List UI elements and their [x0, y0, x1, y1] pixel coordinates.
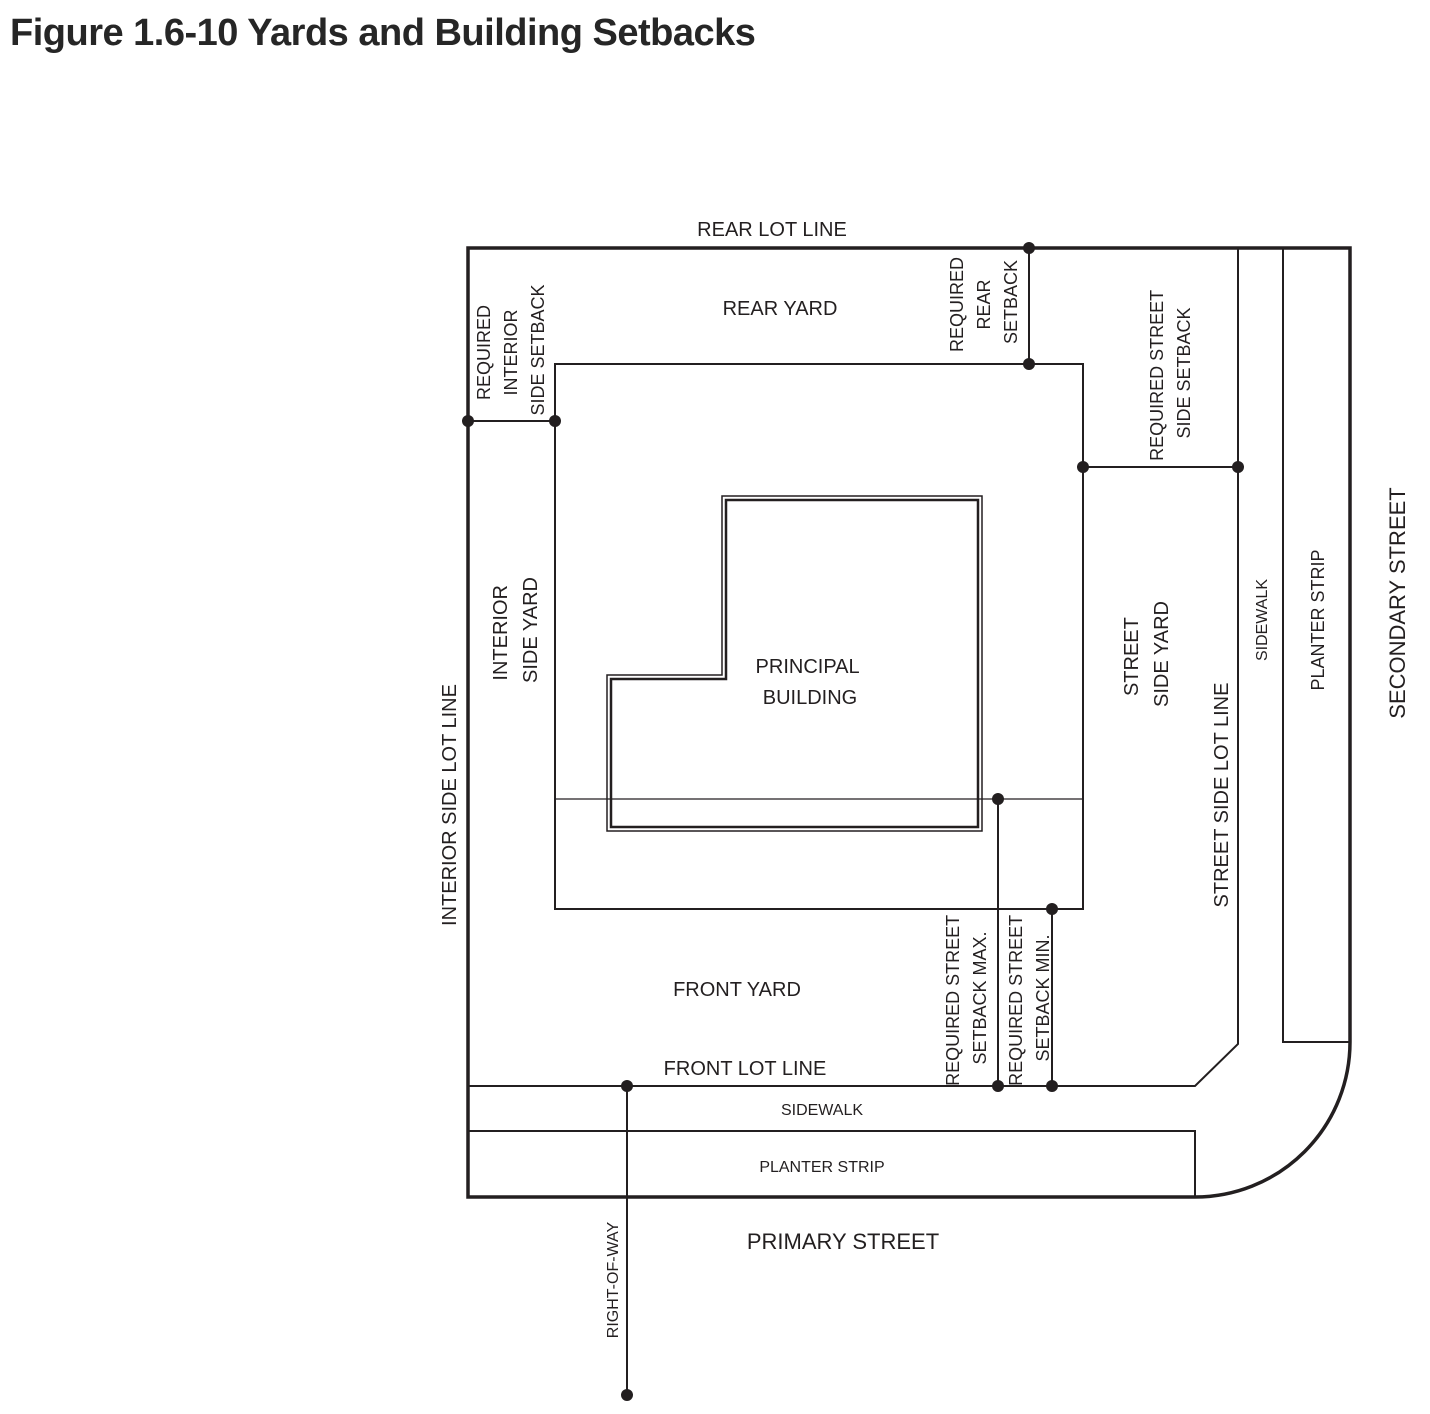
- primary-street-label: PRIMARY STREET: [747, 1229, 939, 1254]
- right-of-way-label: RIGHT-OF-WAY: [605, 1221, 622, 1338]
- dimension-dot: [1023, 242, 1035, 254]
- sidewalk-secondary-label: SIDEWALK: [1254, 579, 1271, 661]
- planter-strip-boundary-primary: [468, 1130, 1196, 1197]
- sidewalk-primary-label: SIDEWALK: [781, 1102, 863, 1119]
- buildable-area: [554, 363, 1084, 910]
- street-side-lot-line: [468, 248, 1239, 1087]
- front-lot-line-label: FRONT LOT LINE: [664, 1058, 827, 1080]
- dimension-dot: [992, 793, 1004, 805]
- planter-strip-primary-label: PLANTER STRIP: [759, 1159, 884, 1176]
- dimension-dot: [1232, 461, 1244, 473]
- secondary-street-label: SECONDARY STREET: [1385, 487, 1410, 718]
- dimension-dot: [992, 1080, 1004, 1092]
- required-interior-side-setback-label: REQUIRED INTERIOR SIDE SETBACK: [474, 284, 548, 415]
- dimension-dot: [1023, 358, 1035, 370]
- required-street-setback-max-label: REQUIRED STREET SETBACK MAX.: [943, 910, 990, 1086]
- dimension-dot: [621, 1389, 633, 1401]
- street-side-yard-label: STREET SIDE YARD: [1121, 601, 1173, 707]
- principal-building-inner: [609, 498, 980, 829]
- required-rear-setback-label: REQUIRED REAR SETBACK: [947, 252, 1021, 352]
- interior-side-lot-line-label: INTERIOR SIDE LOT LINE: [439, 684, 461, 926]
- required-street-setback-min-label: REQUIRED STREET SETBACK MIN.: [1006, 910, 1053, 1086]
- figure-title: Figure 1.6-10 Yards and Building Setback…: [10, 12, 756, 54]
- front-yard-label: FRONT YARD: [673, 979, 801, 1001]
- rear-yard-label: REAR YARD: [723, 298, 838, 320]
- planter-strip-secondary-label: PLANTER STRIP: [1308, 549, 1328, 690]
- principal-building-outer: [606, 495, 983, 832]
- dimension-dot: [549, 415, 561, 427]
- dimension-endpoints: [462, 242, 1244, 1401]
- planter-strip-boundary-secondary: [1282, 248, 1350, 1043]
- dimension-dot: [621, 1080, 633, 1092]
- right-of-way-boundary: [466, 246, 1352, 1199]
- street-side-lot-line-label: STREET SIDE LOT LINE: [1211, 683, 1233, 908]
- dimension-dot: [1046, 1080, 1058, 1092]
- rear-lot-line-label: REAR LOT LINE: [697, 219, 847, 241]
- dimension-dot: [1046, 903, 1058, 915]
- dimension-dot: [1077, 461, 1089, 473]
- interior-side-yard-label: INTERIOR SIDE YARD: [490, 577, 542, 683]
- dimension-dot: [462, 415, 474, 427]
- principal-building-label: PRINCIPAL BUILDING: [756, 656, 865, 709]
- required-street-side-setback-label: REQUIRED STREET SIDE SETBACK: [1147, 285, 1194, 461]
